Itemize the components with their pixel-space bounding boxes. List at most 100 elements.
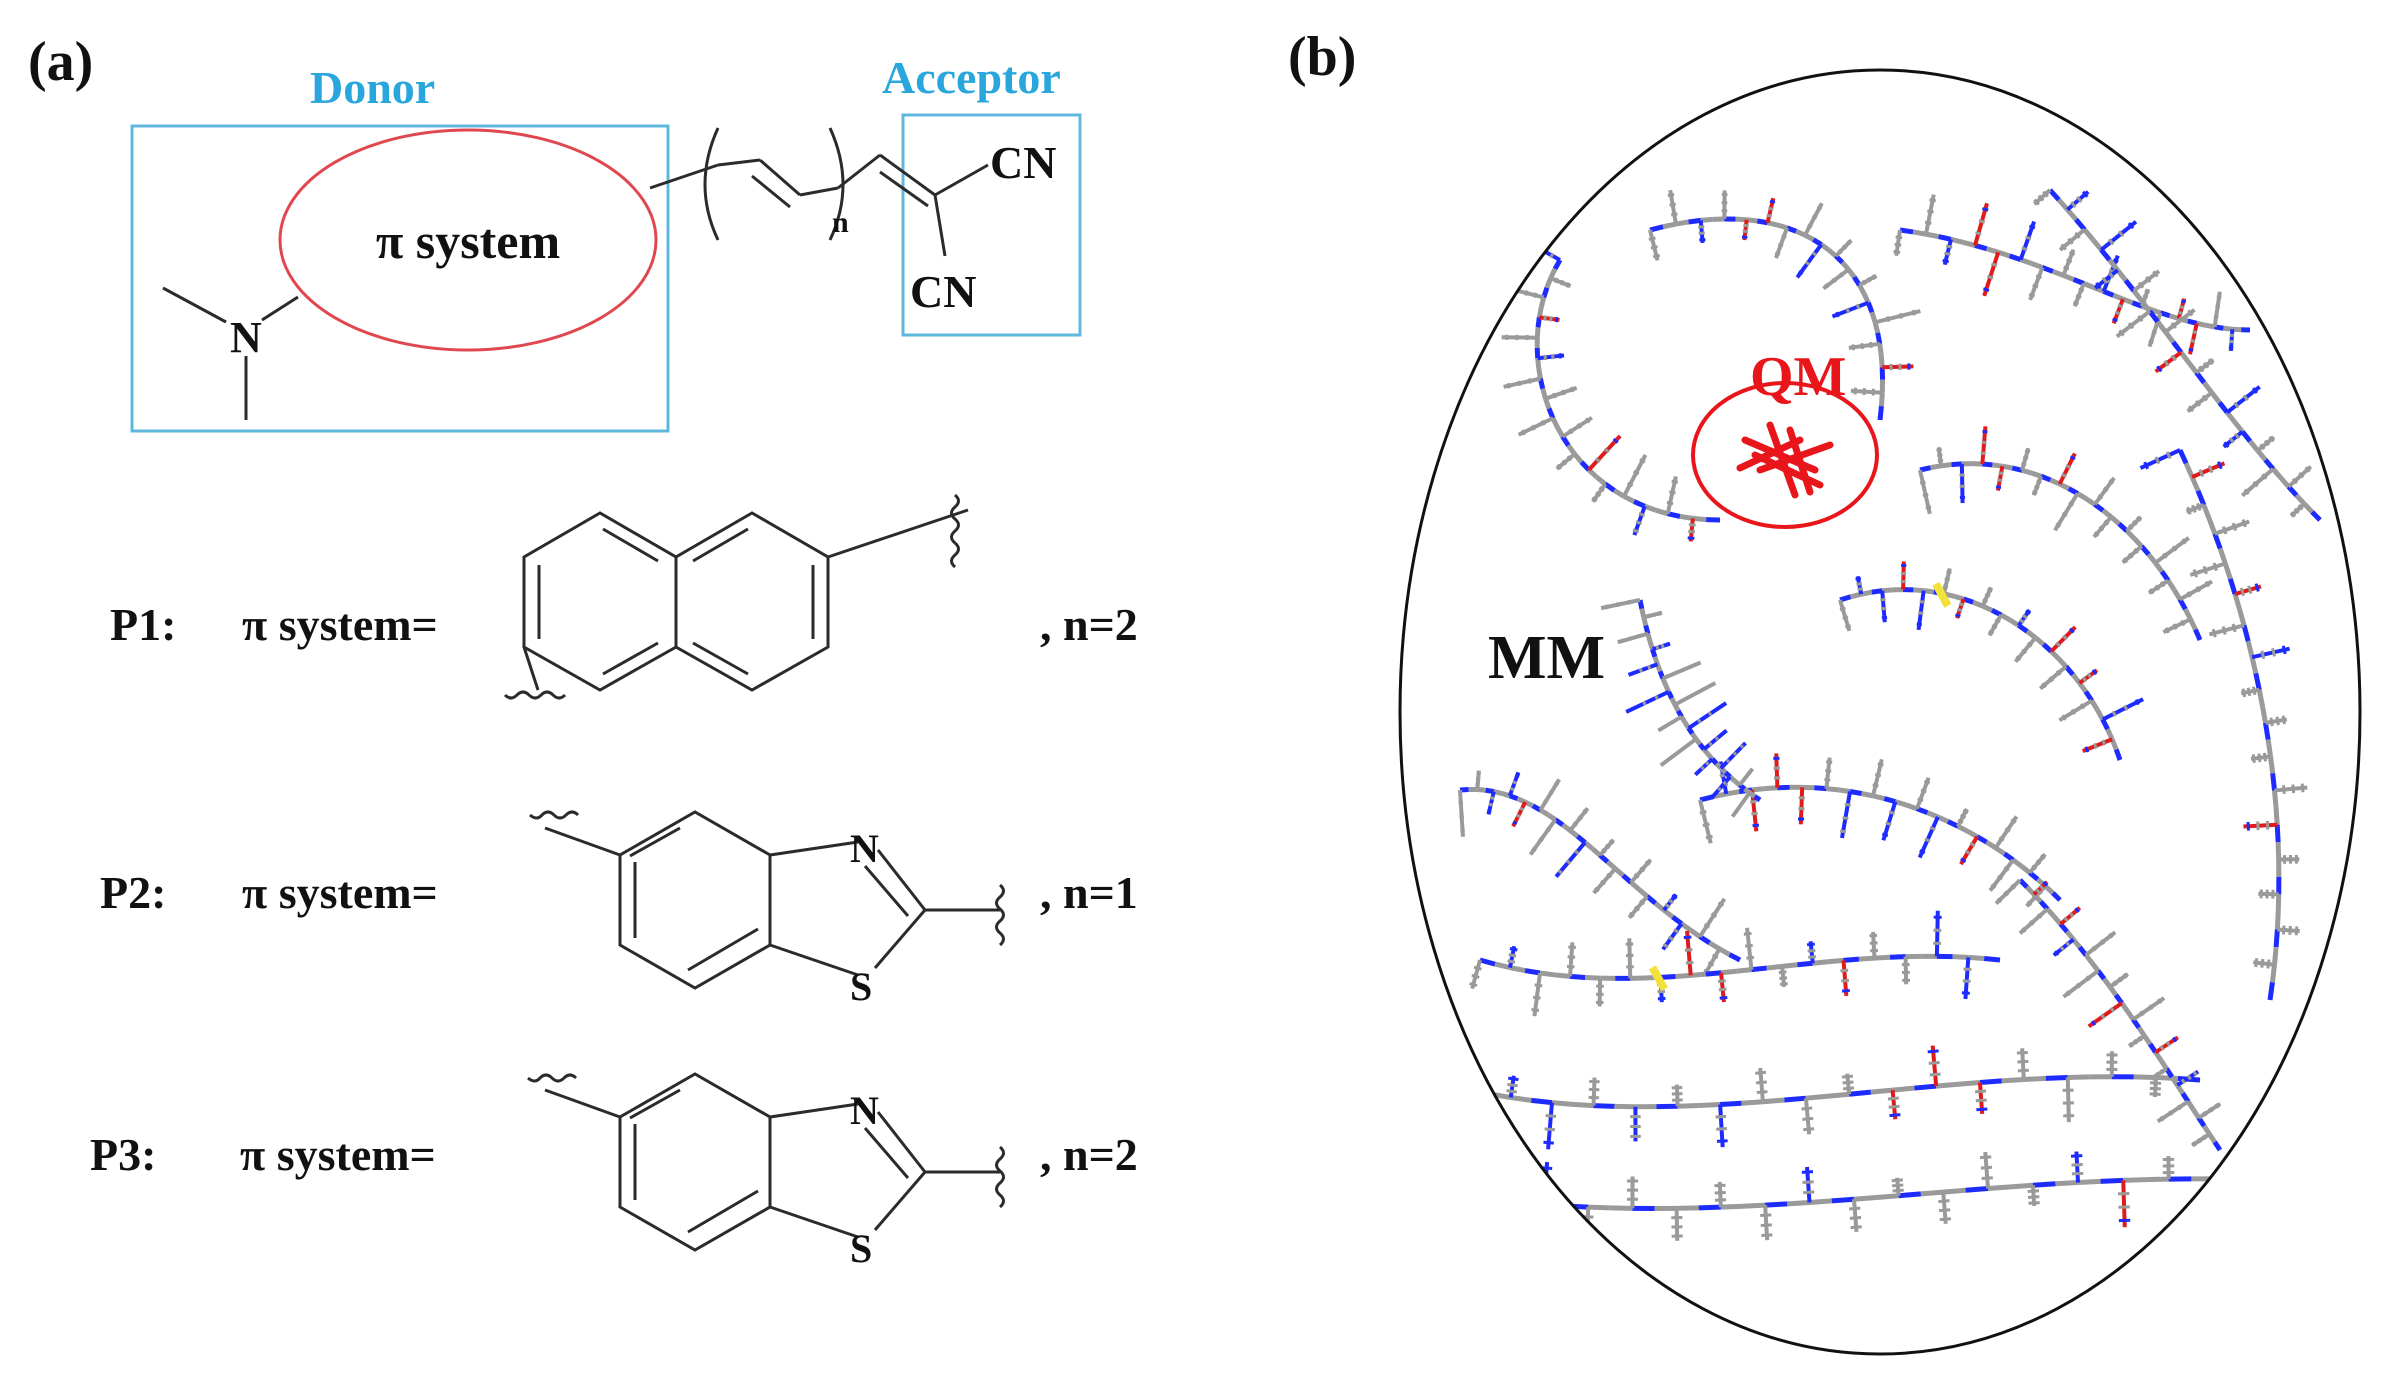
side-chain-bond	[2065, 464, 2072, 470]
backbone-bond	[1595, 475, 1607, 487]
backbone-bond	[1999, 612, 2012, 623]
side-chain-bond	[1683, 935, 1692, 940]
backbone-bond	[2248, 439, 2260, 453]
side-chain-bond	[2117, 230, 2125, 238]
side-chain-bond	[2251, 387, 2259, 394]
side-chain-bond	[2131, 519, 2138, 526]
side-chain-bond	[2061, 472, 2067, 478]
backbone-bond	[2040, 473, 2052, 483]
side-chain-bond	[1861, 279, 1867, 286]
side-chain-bond	[2021, 246, 2028, 252]
side-chain-bond	[1982, 598, 1989, 604]
backbone-bond	[1524, 968, 1541, 976]
backbone-bond	[1509, 965, 1526, 974]
backbone-bond	[2163, 330, 2176, 344]
side-chain-bond	[1936, 448, 1942, 452]
side-chain-bond	[2055, 522, 2062, 528]
side-chain-bond	[1756, 1090, 1768, 1094]
backbone-bond	[2020, 864, 2032, 875]
thiazole-sulfur-p3: S	[850, 1226, 872, 1271]
side-chain-bond	[1722, 780, 1727, 786]
side-chain-bond	[2233, 432, 2241, 440]
side-chain-bond	[2022, 455, 2029, 460]
side-chain-bond	[2198, 365, 2205, 373]
side-chain-bond	[2186, 506, 2192, 515]
side-chain-bond	[1553, 781, 1560, 787]
backbone-bond	[1655, 507, 1669, 517]
side-chain-bond	[2168, 1110, 2174, 1116]
side-chain-bond	[1648, 236, 1656, 241]
side-chain-bond	[1925, 505, 1932, 510]
side-chain-bond	[1493, 1205, 1505, 1211]
side-chain-bond	[1779, 982, 1788, 986]
side-chain-bond	[1997, 478, 2003, 483]
side-chain-bond	[1969, 841, 1976, 848]
side-chain-bond	[2297, 504, 2304, 511]
backbone-bond	[1869, 311, 1878, 324]
side-chain-bond	[2137, 315, 2144, 322]
side-chain-bond	[1843, 1086, 1855, 1091]
side-chain-bond	[1806, 942, 1815, 947]
backbone-bond	[1537, 378, 1546, 390]
protein-stick-model	[1458, 188, 2322, 1242]
cn-top: CN	[990, 137, 1056, 188]
side-chain-bond	[2065, 990, 2072, 996]
backbone-bond	[1524, 799, 1534, 809]
side-chain-bond	[2144, 289, 2151, 294]
side-chain-bond	[2053, 950, 2060, 956]
backbone-bond	[2107, 258, 2120, 272]
backbone-bond	[1593, 1103, 1615, 1109]
side-chain-bond	[2281, 925, 2286, 935]
side-chain-bond	[1860, 343, 1864, 350]
backbone-bond	[2071, 937, 2082, 949]
side-chain-bond	[1755, 1070, 1767, 1075]
side-chain-bond	[2004, 827, 2011, 833]
side-chain-bond	[1600, 879, 1606, 886]
side-chain-bond	[2149, 1086, 2161, 1091]
side-chain-bond	[1637, 633, 1642, 639]
backbone-bond	[2125, 1009, 2136, 1021]
backbone-bond	[1705, 970, 1722, 977]
side-chain-bond	[2290, 511, 2297, 518]
backbone-bond	[2147, 309, 2160, 324]
side-chain-bond	[2137, 281, 2145, 289]
side-chain-bond	[2133, 547, 2140, 554]
backbone-bond	[1629, 880, 1641, 892]
side-chain-bond	[2118, 329, 2125, 337]
side-chain-bond	[1620, 638, 1625, 644]
thiazole-nitrogen-p2: N	[850, 826, 879, 871]
side-chain-bond	[2266, 959, 2271, 969]
backbone-bond	[2131, 1018, 2141, 1030]
backbone-bond	[2196, 320, 2207, 328]
backbone-bond	[2171, 340, 2184, 354]
backbone-bond	[1588, 1204, 1611, 1211]
side-chain-bond	[1725, 758, 1731, 764]
side-chain-bond	[1801, 1106, 1813, 1111]
backbone-bond	[2064, 664, 2075, 677]
side-chain-bond	[1655, 645, 1660, 651]
backbone-bond	[1667, 511, 1681, 519]
backbone-bond	[2183, 462, 2195, 478]
backbone-bond	[1645, 894, 1658, 906]
side-chain-bond	[1894, 242, 1902, 247]
backbone-bond	[2267, 982, 2275, 1001]
side-chain-bond	[2060, 243, 2067, 251]
backbone-bond	[1679, 513, 1694, 521]
side-chain-bond	[2102, 486, 2109, 493]
side-chain-bond	[1946, 570, 1952, 575]
side-chain-bond	[1695, 770, 1700, 775]
side-chain-bond	[2021, 926, 2027, 933]
backbone-bond	[1510, 1095, 1532, 1103]
side-chain-bond	[1962, 808, 1969, 815]
side-chain-bond	[1849, 1215, 1862, 1220]
backbone-bond	[2177, 448, 2189, 465]
backbone-bond	[1946, 819, 1960, 829]
backbone-bond	[2055, 1179, 2079, 1187]
backbone-bond	[1652, 656, 1660, 666]
backbone-bond	[1572, 1101, 1594, 1109]
side-chain-bond	[1509, 786, 1515, 792]
backbone-bond	[2077, 945, 2088, 957]
backbone-bond	[2123, 1177, 2146, 1183]
backbone-bond	[1914, 1083, 1937, 1091]
side-chain-bond	[1837, 248, 1843, 255]
